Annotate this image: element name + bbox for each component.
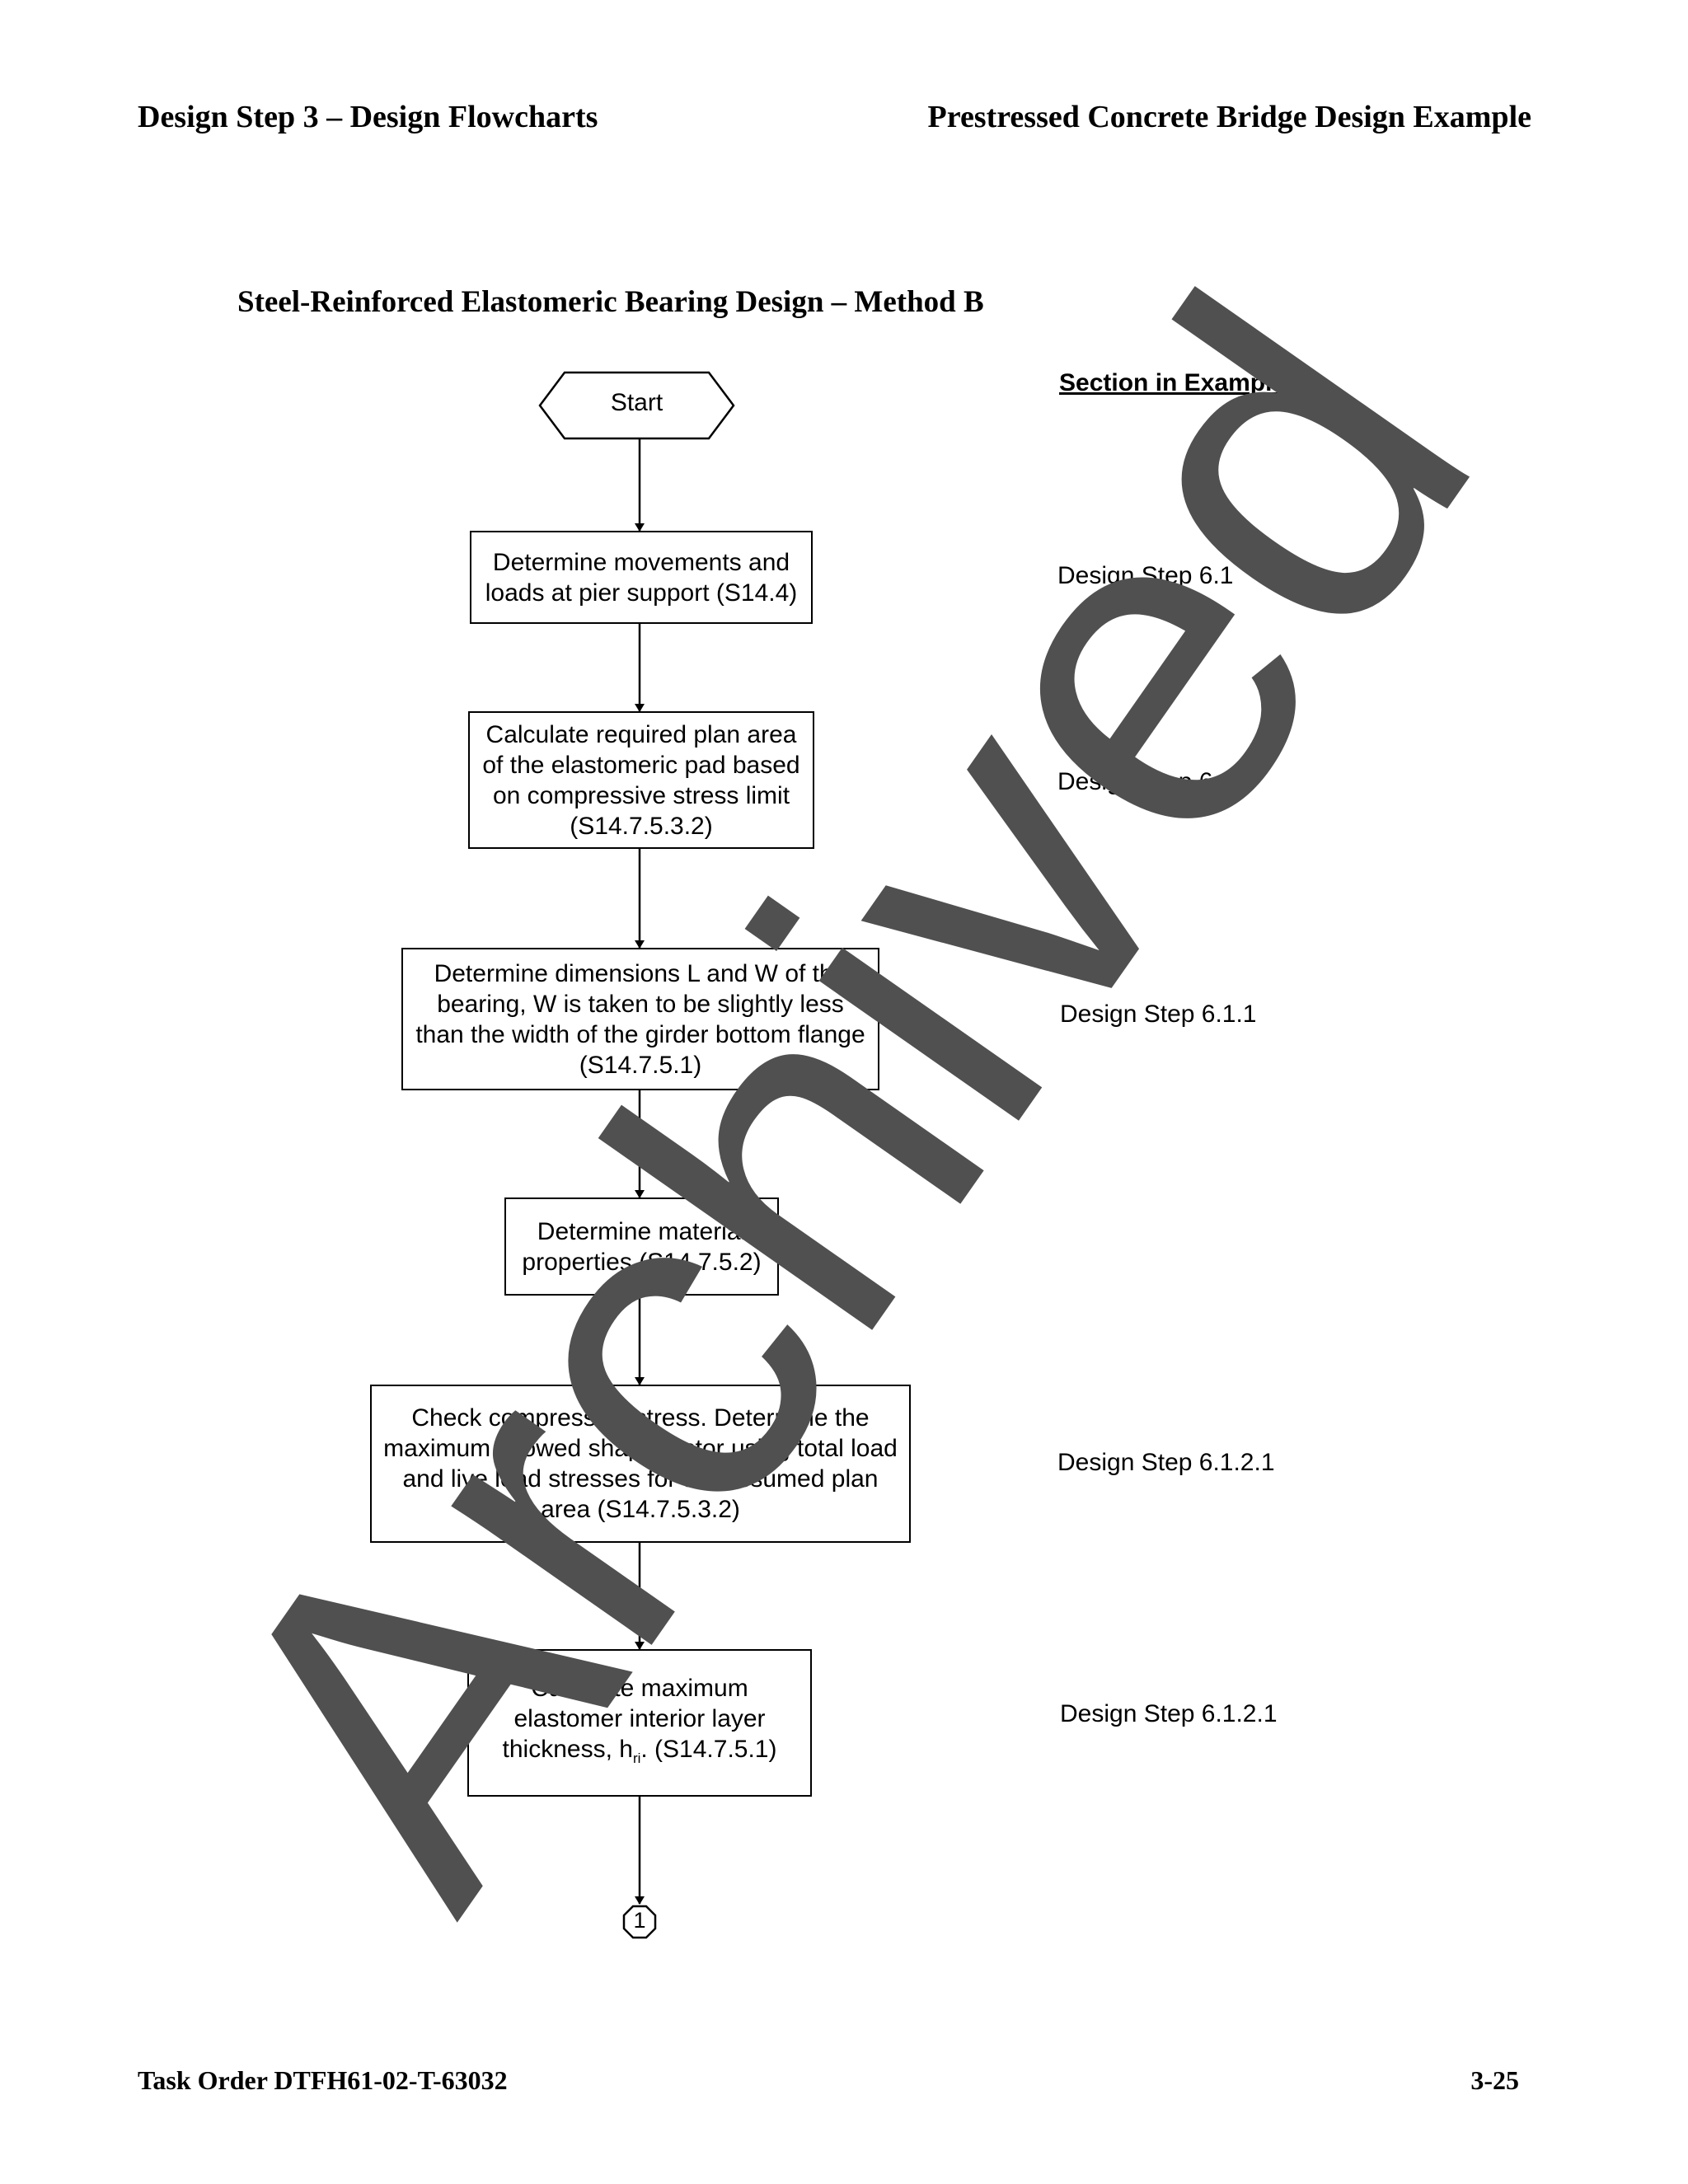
header-right: Prestressed Concrete Bridge Design Examp… [927,100,1531,134]
section-ref: Design Step 6.1.1 [1060,1001,1257,1028]
process-text-line: elastomer interior layer [513,1704,766,1732]
process-text-line: (S14.7.5.3.2) [570,812,713,840]
section-column-header: Section in Example [1059,369,1287,396]
section-ref: Design Step 6.1.1 [1057,768,1254,795]
process-box-layer-thickness: Calculate maximum elastomer interior lay… [467,1649,812,1797]
process-box-plan-area: Calculate required plan area of the elas… [468,711,814,849]
process-text-line: thickness, hri. (S14.7.5.1) [503,1734,777,1774]
footer-left: Task Order DTFH61-02-T-63032 [138,2065,508,2095]
process-text-line: Determine movements and [492,548,790,576]
header-left: Design Step 3 – Design Flowcharts [138,100,598,134]
process-text-fragment: thickness, h [502,1735,633,1763]
process-text-line: Calculate required plan area [485,720,797,748]
section-ref: Design Step 6.1.2.1 [1060,1700,1278,1727]
flowchart-title: Steel-Reinforced Elastomeric Bearing Des… [237,285,984,319]
process-box-dimensions: Determine dimensions L and W of the bear… [401,948,879,1090]
process-text-line: (S14.7.5.1) [579,1051,702,1079]
section-ref: Design Step 6.1.2.1 [1057,1449,1275,1476]
process-text-line: of the elastomeric pad based [482,751,800,779]
process-text-fragment: . (S14.7.5.1) [640,1735,777,1763]
page-number: 3-25 [1470,2065,1519,2095]
process-text-line: than the width of the girder bottom flan… [415,1020,865,1048]
process-text-line: properties (S14.7.5.2) [522,1248,762,1276]
section-ref: Design Step 6.1 [1057,562,1234,589]
process-text-line: Calculate maximum [531,1674,748,1702]
process-text-line: loads at pier support (S14.4) [485,579,798,607]
process-text-line: and live load stresses for the assumed p… [402,1465,879,1493]
process-text-line: area (S14.7.5.3.2) [541,1496,740,1523]
process-text-line: Determine material [537,1217,747,1245]
process-text-line: bearing, W is taken to be slightly less [437,990,844,1018]
start-label: Start [610,389,663,416]
process-text-line: maximum allowed shape factor using total… [383,1435,898,1462]
subscript-ri: ri [632,1750,641,1766]
start-terminator [538,371,735,440]
process-text-line: Determine dimensions L and W of the [434,959,847,987]
offpage-connector-shape [622,1905,657,1939]
process-text-line: Check compressive stress. Determine the [411,1404,870,1432]
offpage-connector-label: 1 [633,1908,646,1933]
process-box-determine-loads: Determine movements and loads at pier su… [470,531,813,624]
process-text-line: on compressive stress limit [492,781,790,809]
process-box-material-properties: Determine material properties (S14.7.5.2… [504,1197,779,1296]
process-box-compressive-stress: Check compressive stress. Determine the … [370,1385,911,1543]
